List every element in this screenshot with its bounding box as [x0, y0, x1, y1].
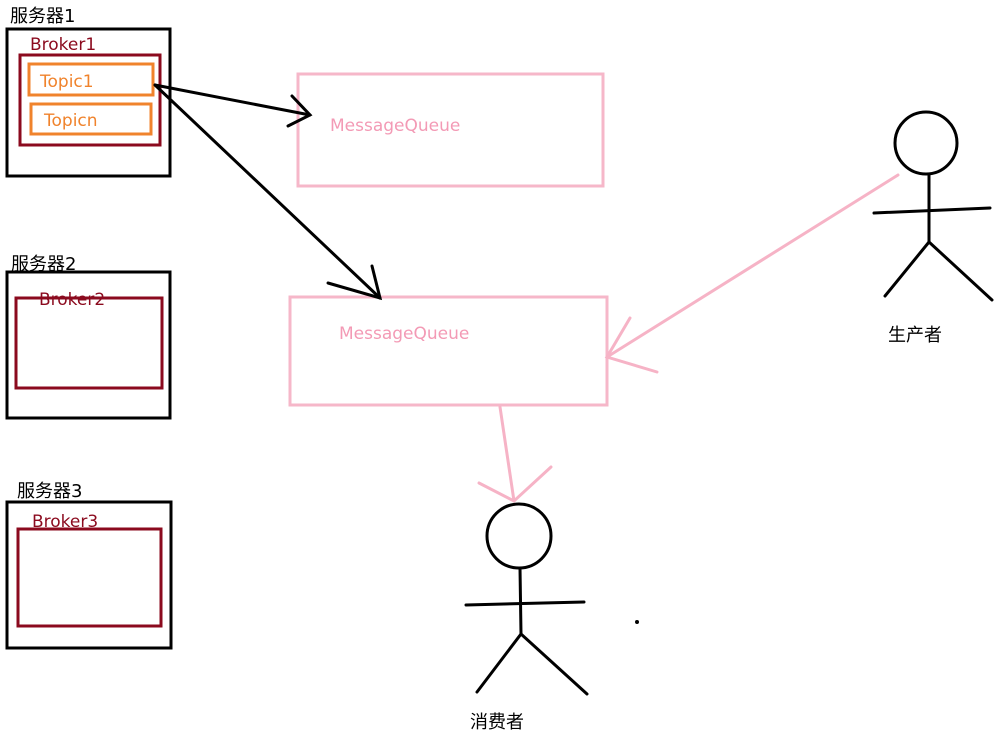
- broker-3-box: [16, 527, 163, 628]
- server-3-box: [5, 500, 173, 650]
- topic-1-label: Topic1: [39, 72, 94, 92]
- producer-label: 生产者: [888, 325, 942, 346]
- server-3-label: 服务器3: [17, 481, 82, 502]
- broker-1-label: Broker1: [30, 35, 96, 55]
- topic-n-label: Topicn: [43, 111, 98, 131]
- message-queue-1-box: [296, 72, 605, 188]
- broker-3-label: Broker3: [32, 512, 98, 532]
- topic-n-box: [29, 102, 153, 136]
- server-2-label: 服务器2: [11, 254, 76, 275]
- topic-to-queue-arrows: [153, 83, 383, 301]
- topic-1-box: [27, 62, 155, 97]
- arrow-consumer-head: [477, 465, 553, 503]
- broker-1-box: [18, 53, 162, 147]
- message-queue-1-label: MessageQueue: [330, 116, 460, 136]
- server-2: 服务器2 Broker2: [5, 254, 172, 420]
- arrow-producer-head: [604, 316, 659, 374]
- arrow-topic1-to-queue1: [153, 83, 312, 117]
- server-3: 服务器3 Broker3: [5, 481, 173, 650]
- server-2-box: [5, 270, 172, 420]
- producer: 生产者: [872, 110, 994, 346]
- server-1-box: [5, 27, 172, 178]
- server-1-label: 服务器1: [10, 6, 75, 27]
- message-queue-2-box: [288, 295, 609, 407]
- arrow-head-queue1: [286, 94, 313, 128]
- consumer-label: 消费者: [470, 712, 524, 733]
- queue-to-consumer-arrow: [477, 405, 553, 503]
- consumer-stick-figure-icon: [464, 502, 589, 696]
- producer-stick-figure-icon: [872, 110, 994, 302]
- arrow-topic1-to-queue2: [153, 83, 382, 300]
- message-queue-1: MessageQueue: [296, 72, 605, 188]
- producer-to-queue-arrow: [604, 173, 900, 374]
- consumer: 消费者: [464, 502, 589, 733]
- message-queue-2-label: MessageQueue: [339, 324, 469, 344]
- server-1: 服务器1 Broker1 Topic1 Topicn: [5, 6, 172, 178]
- arrow-consumer-line: [498, 405, 516, 503]
- broker-2-label: Broker2: [39, 290, 105, 310]
- broker-2-box: [14, 296, 164, 390]
- arrow-producer-line: [605, 173, 900, 359]
- message-queue-2: MessageQueue: [288, 295, 609, 407]
- stray-dot: [635, 620, 639, 624]
- arrow-head-queue2: [326, 264, 383, 301]
